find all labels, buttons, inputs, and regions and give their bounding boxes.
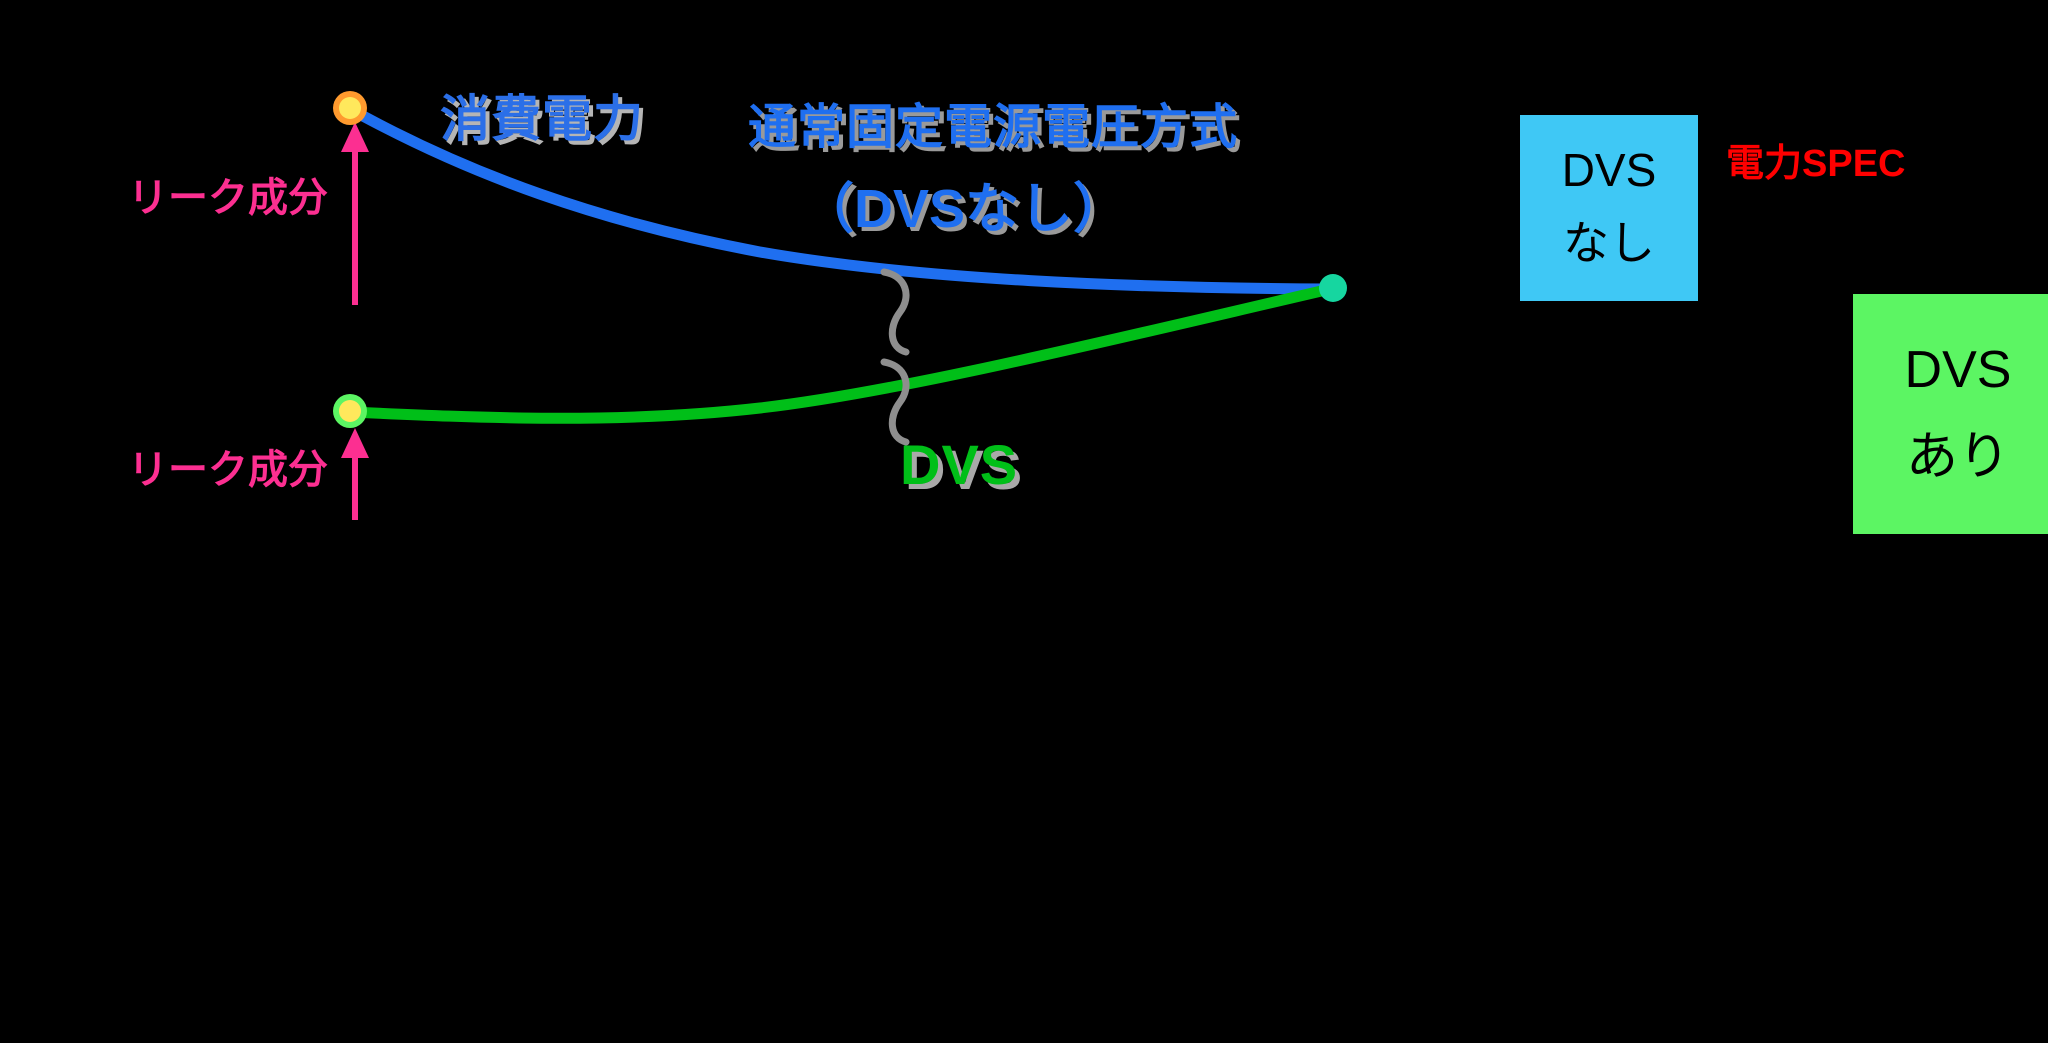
curve-dvs — [346, 283, 1336, 424]
marker-start-dvs — [333, 394, 367, 428]
fixed-supply-subtitle: （DVSなし） — [800, 179, 1128, 239]
leak-arrow-upper — [341, 122, 369, 305]
curve-no-dvs — [346, 104, 1336, 295]
leak-label-upper: リーク成分 — [128, 176, 328, 220]
legend-no-dvs-line1: DVS — [1561, 144, 1657, 196]
legend-with-dvs-line2: あり — [1905, 427, 2010, 486]
power-consumption-label: 消費電力 — [440, 91, 644, 147]
break-mark-upper-icon — [880, 268, 910, 356]
marker-end-converged — [1319, 274, 1347, 302]
power-spec-label: 電力SPEC — [1726, 143, 1906, 185]
break-mark-lower-icon — [880, 358, 910, 446]
legend-no-dvs-line2: なし — [1563, 217, 1655, 269]
legend-box-with-dvs[interactable]: DVS あり — [1853, 294, 2048, 534]
marker-start-no-dvs — [333, 91, 367, 125]
legend-with-dvs-line1: DVS — [1904, 340, 2012, 399]
leak-arrow-lower — [341, 428, 369, 520]
dvs-curve-label: DVS — [900, 433, 1019, 496]
leak-label-lower: リーク成分 — [128, 448, 328, 492]
fixed-supply-title: 通常固定電源電圧方式 — [748, 101, 1239, 154]
legend-box-no-dvs[interactable]: DVS なし — [1520, 115, 1698, 301]
